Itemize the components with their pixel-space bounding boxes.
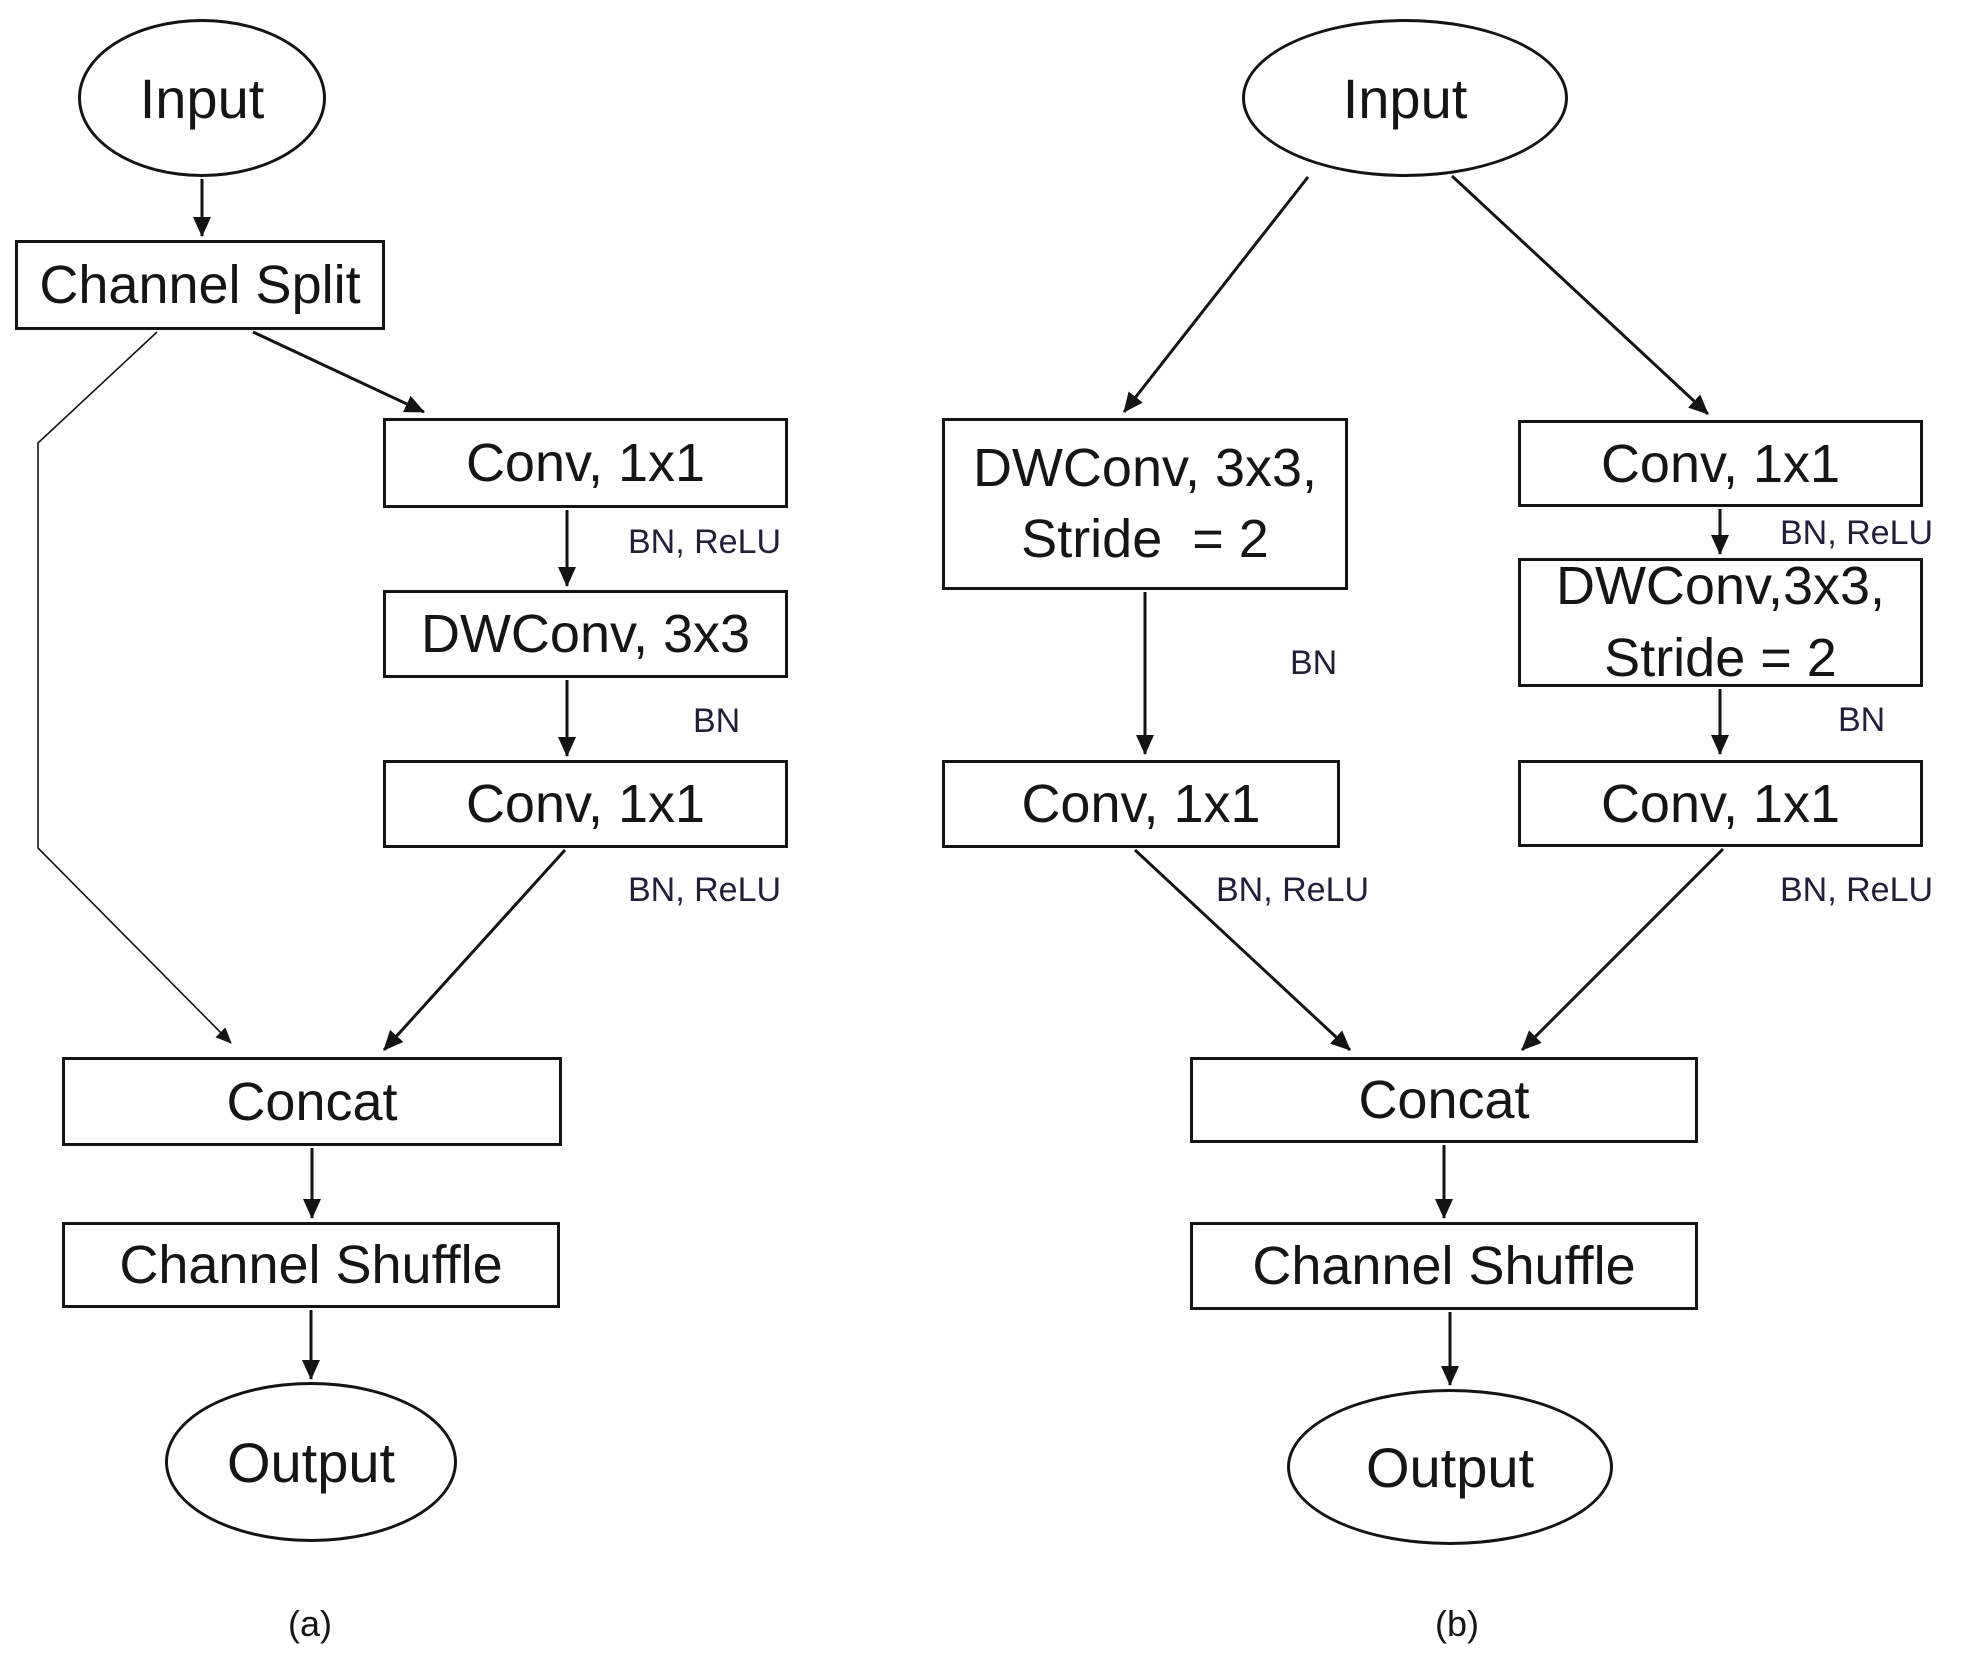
b-conv-left-bn-relu-annotation: BN, ReLU	[1216, 871, 1370, 909]
a-concat-node: Concat	[62, 1057, 562, 1146]
identity-skip-line-a	[37, 331, 232, 1044]
arrow-b-input-to-dwconv-left	[1122, 176, 1310, 413]
caption-b: (b)	[1435, 1603, 1479, 1644]
b-conv-right1-bn-relu-annotation: BN, ReLU	[1780, 514, 1934, 552]
b-dwconv-right-line2: Stride = 2	[1604, 627, 1837, 688]
b-dwconv-left-node: DWConv, 3x3, Stride = 2	[942, 418, 1348, 590]
b-dwconv-left-bn-annotation: BN	[1290, 644, 1338, 682]
b-output-node: Output	[1287, 1389, 1613, 1545]
a-conv2-bn-relu-annotation: BN, ReLU	[628, 871, 782, 909]
caption-a: (a)	[288, 1603, 332, 1644]
a-output-node: Output	[165, 1382, 457, 1542]
b-dwconv-right-line1: DWConv,3x3,	[1555, 556, 1886, 617]
b-dwconv-right-bn-annotation: BN	[1838, 701, 1886, 739]
b-input-node: Input	[1242, 19, 1568, 177]
arrow-b-conv-right2-to-concat	[1520, 847, 1725, 1052]
a-conv2-node: Conv, 1x1	[383, 760, 788, 848]
a-dwconv-node: DWConv, 3x3	[383, 590, 788, 678]
a-conv1-node: Conv, 1x1	[383, 418, 788, 508]
arrow-a-conv2-to-concat	[382, 848, 567, 1052]
b-channel-shuffle-node: Channel Shuffle	[1190, 1222, 1698, 1310]
b-dwconv-left-line2: Stride = 2	[1021, 509, 1269, 569]
b-dwconv-right-node: DWConv,3x3, Stride = 2	[1518, 556, 1923, 688]
b-conv-right2-bn-relu-annotation: BN, ReLU	[1780, 871, 1934, 909]
a-dwconv-bn-annotation: BN	[693, 702, 741, 740]
a-channel-shuffle-node: Channel Shuffle	[62, 1222, 560, 1308]
arrow-b-conv-left-to-concat	[1133, 848, 1352, 1052]
b-conv-right2-node: Conv, 1x1	[1518, 760, 1923, 847]
a-conv1-bn-relu-annotation: BN, ReLU	[628, 523, 782, 561]
b-dwconv-left-line1: DWConv, 3x3,	[972, 437, 1318, 498]
arrow-a-split-to-conv1	[252, 330, 425, 414]
arrow-b-input-to-conv-right	[1450, 174, 1710, 416]
a-input-node: Input	[78, 19, 326, 177]
b-conv-right1-node: Conv, 1x1	[1518, 420, 1923, 507]
b-concat-node: Concat	[1190, 1057, 1698, 1143]
b-conv-left-node: Conv, 1x1	[942, 760, 1340, 848]
a-channel-split-node: Channel Split	[15, 240, 385, 330]
